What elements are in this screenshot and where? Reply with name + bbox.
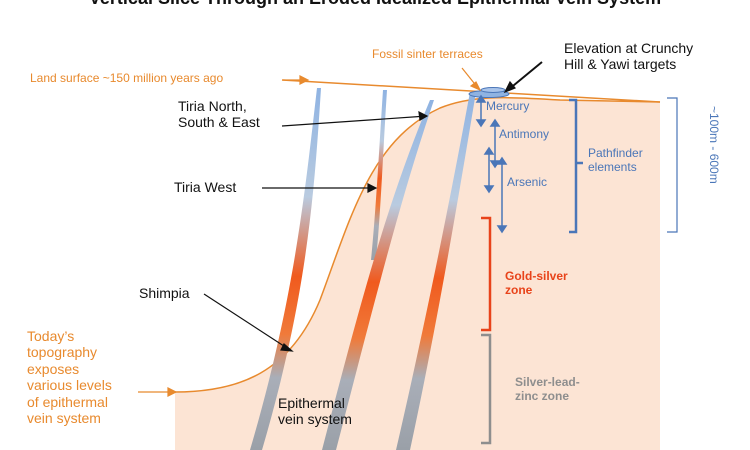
pathfinder-label: Pathfinder elements: [588, 146, 643, 175]
arrowhead: [167, 387, 178, 397]
today-topography-label: Today’s topography exposes various level…: [27, 328, 112, 426]
arrowhead: [299, 75, 310, 85]
elevation-label-line2: Hill & Yawi targets: [564, 56, 677, 73]
silver-lead-zinc-zone-label: Silver-lead- zinc zone: [515, 375, 580, 404]
epithermal-vein-line2: vein system: [278, 411, 352, 428]
depth-label: ~100m - 600m: [706, 106, 721, 184]
shimpia-label: Shimpia: [139, 285, 190, 301]
silver-lead-zinc-line1: Silver-lead-: [515, 375, 580, 389]
vein-tiria-west: [371, 90, 387, 260]
elevation-label-line1: Elevation at Crunchy: [564, 40, 694, 56]
today-line: vein system: [27, 409, 101, 426]
silver-zone-bracket: [481, 333, 492, 445]
arrowhead: [503, 80, 516, 94]
pathfinder-ranges: [475, 94, 508, 234]
today-line: exposes: [27, 360, 80, 377]
pathfinder-label-line1: Pathfinder: [588, 146, 643, 160]
tiria-west-label: Tiria West: [174, 179, 237, 195]
leader-tiria-ne: [281, 115, 428, 127]
vein-middle: [322, 100, 434, 450]
arrowhead: [367, 183, 378, 193]
arrowhead: [280, 343, 294, 352]
today-line: of epithermal: [27, 393, 108, 410]
arsenic-label: Arsenic: [507, 175, 548, 189]
mercury-label: Mercury: [486, 99, 530, 113]
ancient-land-surface-line: [281, 79, 661, 103]
gold-silver-zone-line1: Gold-silver: [505, 269, 568, 283]
diagram-title: Vertical Slice Through an Eroded Idealiz…: [0, 0, 750, 9]
eroded-land-area: [175, 97, 660, 450]
today-line: Today’s: [27, 328, 75, 344]
epithermal-vein-line1: Epithermal: [278, 395, 345, 411]
arrowhead: [418, 110, 429, 121]
sinter-terrace: [480, 87, 506, 93]
leader-shimpia: [203, 293, 291, 351]
tiria-ne-label: Tiria North, South & East: [178, 98, 260, 130]
tiria-ne-label-line2: South & East: [178, 114, 260, 131]
gold-zone-bracket: [481, 216, 492, 332]
arrowhead: [469, 81, 482, 92]
land-surface-label: Land surface ~150 million years ago: [30, 71, 224, 85]
today-line: various levels: [27, 377, 112, 394]
antimony-label: Antimony: [499, 127, 550, 141]
gold-silver-zone-label: Gold-silver zone: [505, 269, 568, 298]
fossil-sinter-label: Fossil sinter terraces: [372, 47, 483, 61]
silver-lead-zinc-line2: zinc zone: [515, 388, 570, 403]
pathfinder-label-line2: elements: [588, 159, 637, 174]
today-topography-line: [174, 96, 661, 393]
epithermal-vein-label: Epithermal vein system: [278, 395, 352, 427]
gold-silver-zone-line2: zone: [505, 282, 533, 297]
pathfinder-bracket: [569, 98, 578, 234]
leader-elevation: [507, 61, 543, 91]
depth-bracket: [667, 97, 678, 233]
vein-east: [396, 92, 476, 450]
tiria-ne-label-line1: Tiria North,: [178, 98, 247, 114]
elevation-label: Elevation at Crunchy Hill & Yawi targets: [564, 40, 693, 72]
today-line: topography: [27, 344, 98, 361]
